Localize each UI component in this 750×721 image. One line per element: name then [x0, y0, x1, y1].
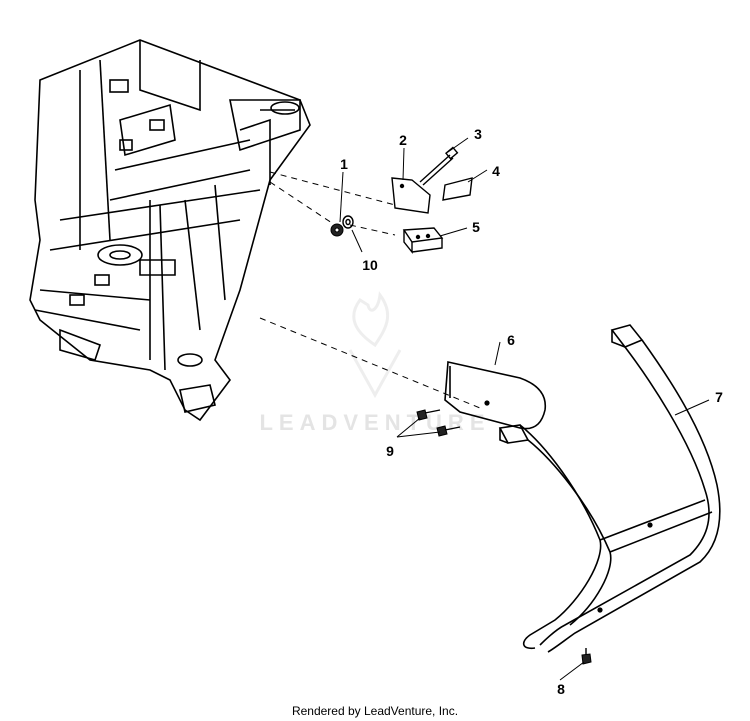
part-9-screws: [416, 409, 461, 437]
part-10-washer: [342, 215, 354, 229]
callout-1: 1: [340, 156, 348, 172]
part-7-bumper: [498, 324, 721, 653]
part-6-front-plate: [444, 361, 547, 430]
watermark: LEADVENTURE: [259, 291, 490, 435]
callout-2: 2: [399, 132, 407, 148]
part-1-nut: [330, 223, 344, 237]
part-2-bracket: [391, 177, 431, 214]
callout-4: 4: [492, 163, 500, 179]
callout-5: 5: [472, 219, 480, 235]
part-3-bolt: [419, 146, 459, 186]
callout-7: 7: [715, 389, 723, 405]
watermark-logo-icon: [348, 291, 402, 399]
callout-labels: 1 2 3 4 5 6 7 8 9 10: [340, 126, 723, 697]
callout-6: 6: [507, 332, 515, 348]
part-5-block: [402, 227, 444, 254]
part-4-plate: [442, 177, 473, 201]
watermark-text: LEADVENTURE: [259, 410, 490, 435]
callout-leaders: [339, 137, 710, 681]
part-8-bolt: [581, 648, 592, 665]
footer-credit: Rendered by LeadVenture, Inc.: [291, 704, 459, 718]
frame-assembly: [29, 39, 311, 422]
callout-8: 8: [557, 681, 565, 697]
callout-10: 10: [362, 257, 378, 273]
leader-lines: [259, 171, 481, 409]
callout-9: 9: [386, 443, 394, 459]
callout-3: 3: [474, 126, 482, 142]
